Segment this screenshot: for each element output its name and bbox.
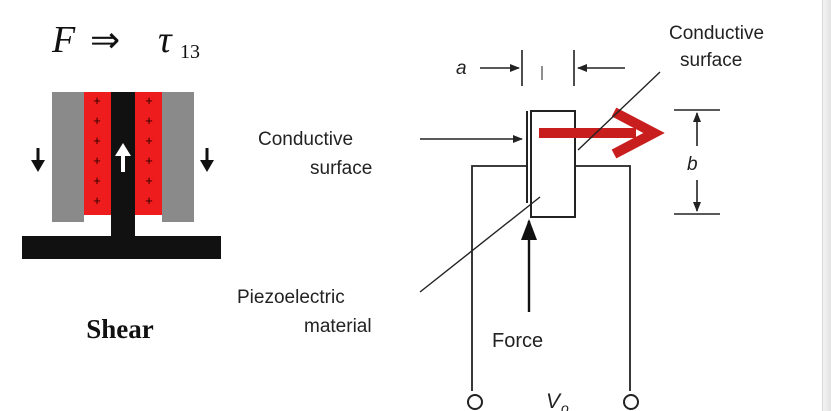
conductive-surface-top-leader <box>577 71 661 151</box>
force-label: Force <box>492 330 543 352</box>
window-edge-scrollbar <box>822 0 831 411</box>
base-plate <box>22 236 221 259</box>
plus-signs: + + + + + + + + + + + + <box>93 93 153 208</box>
plus-charge-mark: + <box>145 193 153 208</box>
left-terminal <box>467 394 483 410</box>
shear-direction-arrow <box>539 107 665 159</box>
right-lead-wire <box>575 165 631 391</box>
piezo-material-label-line2: material <box>304 316 372 337</box>
piezo-material-label-line1: Piezoelectric <box>237 287 345 308</box>
conductive-surface-top-label-line1: Conductive <box>669 23 764 44</box>
plus-charge-mark: + <box>145 93 153 108</box>
equation-tau: τ <box>158 19 173 61</box>
equation-subscript: 13 <box>180 41 200 63</box>
piezo-element-schematic: a V o b Conductive surface Conductiv <box>237 23 764 411</box>
plus-charge-mark: + <box>93 193 101 208</box>
center-up-arrow <box>115 143 131 172</box>
plus-charge-mark: + <box>93 113 101 128</box>
shear-caption: Shear <box>86 314 154 344</box>
equation-lhs: F <box>51 19 76 61</box>
right-terminal <box>623 394 639 410</box>
plus-charge-mark: + <box>93 133 101 148</box>
right-piezo-layer <box>135 92 162 215</box>
equation-implies-arrow: ⇒ <box>90 20 120 60</box>
right-electrode-plate <box>162 92 194 222</box>
left-piezo-layer <box>84 92 111 215</box>
plus-charge-mark: + <box>145 153 153 168</box>
shear-schematic: + + + + + + + + + + + + Shear <box>22 92 221 344</box>
output-voltage-subscript: o <box>561 400 569 411</box>
left-lead-wire <box>471 165 527 391</box>
plus-charge-mark: + <box>93 93 101 108</box>
right-down-arrow <box>200 148 214 172</box>
conductive-surface-top-label-line2: surface <box>680 50 742 71</box>
piezo-material-leader <box>419 196 541 293</box>
plus-charge-mark: + <box>93 153 101 168</box>
plus-charge-mark: + <box>145 113 153 128</box>
conductive-surface-left-label-line1: Conductive <box>258 129 353 150</box>
dimension-b-label: b <box>687 154 698 175</box>
output-voltage-label: V <box>546 390 562 411</box>
force-arrowhead <box>521 219 537 240</box>
piezo-crystal <box>530 110 576 218</box>
plus-charge-mark: + <box>145 133 153 148</box>
dimension-a-label: a <box>456 58 467 79</box>
plus-charge-mark: + <box>93 173 101 188</box>
conductive-surface-left-label-line2: surface <box>310 158 372 179</box>
left-down-arrow <box>31 148 45 172</box>
equation: F ⇒ τ 13 <box>51 19 200 63</box>
left-electrode-plate <box>52 92 84 222</box>
plus-charge-mark: + <box>145 173 153 188</box>
